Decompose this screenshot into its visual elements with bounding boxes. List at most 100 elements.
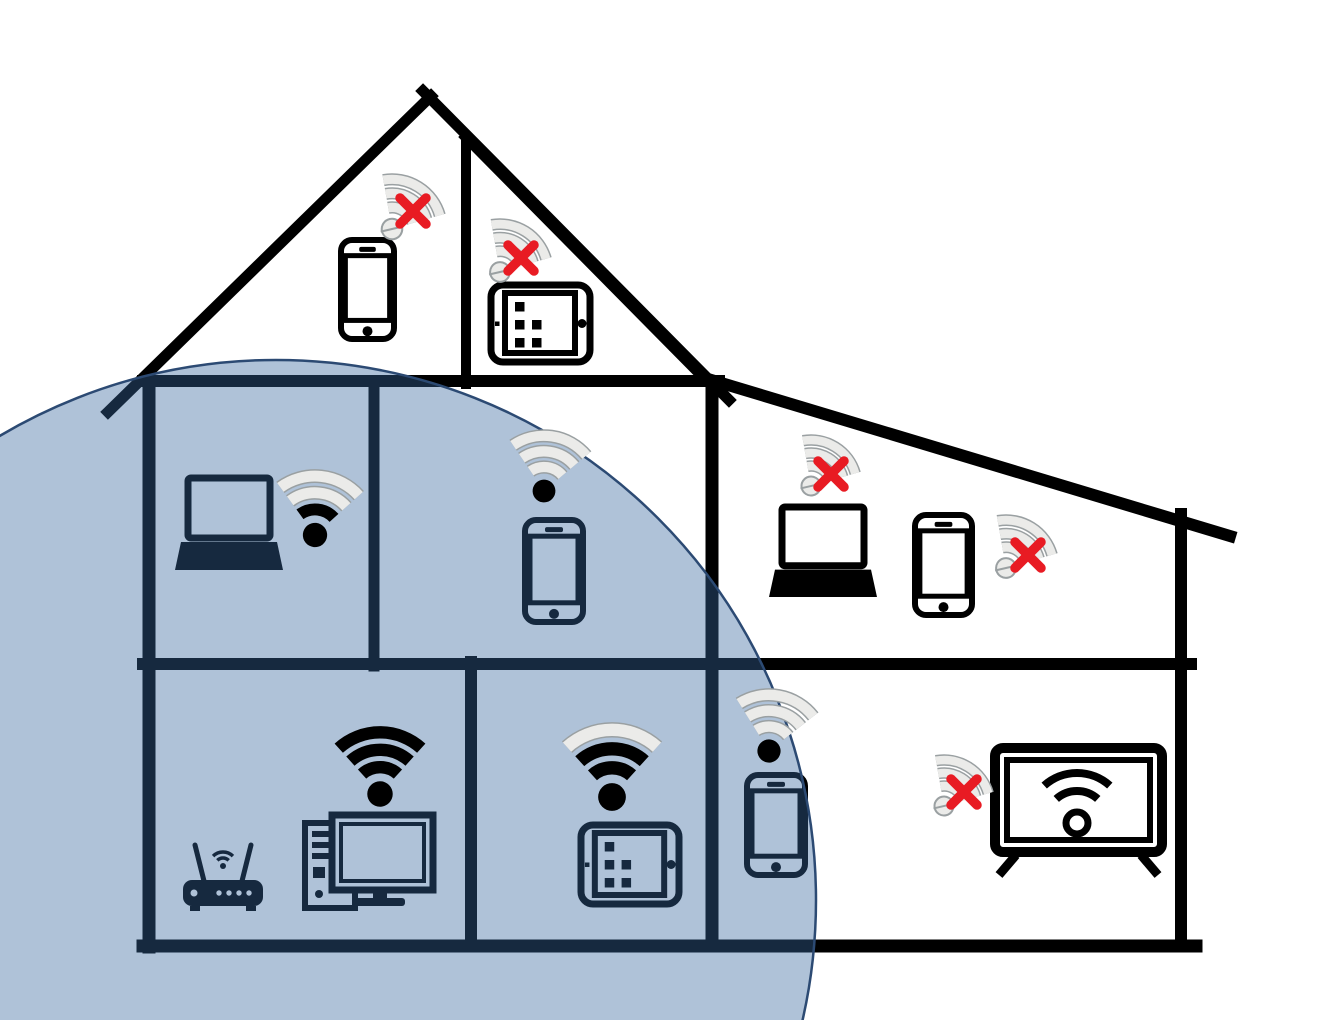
laptop-middle-left-icon — [175, 474, 283, 570]
wifi-arc-grey — [277, 470, 363, 500]
wifi-arc-grey — [490, 219, 551, 261]
router-led — [236, 890, 242, 896]
wall-roof-left — [100, 88, 439, 420]
wifi-arc-grey — [493, 233, 538, 264]
tablet-app-dot — [604, 878, 615, 888]
wifi-arc-grey — [385, 188, 431, 221]
wifi-no-signal-tv-icon — [933, 754, 994, 817]
tablet-app-dot — [604, 860, 615, 870]
no-signal-cross-icon — [813, 456, 849, 492]
wifi-dot — [302, 522, 328, 548]
tablet-app-dot — [621, 860, 632, 870]
router-antenna-left — [192, 842, 207, 884]
wifi-dot — [367, 781, 393, 807]
smartphone-speaker — [545, 527, 563, 533]
wifi-arc-black — [357, 761, 403, 779]
wifi-indicators — [276, 173, 1058, 817]
tablet-app-dot — [532, 338, 542, 348]
tablet-home-button — [666, 860, 676, 869]
desktop-computer-icon — [302, 811, 437, 911]
wifi-arc-grey — [996, 515, 1057, 557]
tv-wifi-arc — [1053, 787, 1101, 803]
wifi-arc-grey — [804, 448, 847, 479]
smartphone-home-button — [771, 862, 781, 873]
wifi-no-signal-smartphone-attic-icon — [380, 173, 446, 241]
tv-screen — [1004, 757, 1153, 843]
laptop-screen — [184, 474, 274, 542]
wall-attic-inner-roof — [458, 129, 725, 399]
wifi-dot — [532, 479, 556, 503]
wifi-arc-black — [575, 742, 649, 767]
wifi-dot — [598, 783, 626, 811]
wall-extension-roof — [700, 371, 1238, 544]
smartphone-speaker — [767, 781, 785, 787]
tablet-attic-icon — [487, 281, 594, 366]
wifi-arc-grey — [999, 529, 1044, 560]
tablet-app-dot — [532, 320, 542, 330]
tv-leg-left — [995, 852, 1020, 878]
no-signal-cross-icon — [395, 193, 431, 229]
desktop-stand-post — [373, 890, 387, 899]
router-foot — [190, 906, 200, 911]
wifi-arc-grey — [562, 723, 662, 752]
no-signal-cross-icon — [946, 774, 982, 810]
tablet-app-dot — [621, 878, 632, 888]
tablet-app-dot — [515, 338, 525, 348]
wifi-arc-grey — [527, 461, 567, 480]
router-icon — [183, 842, 263, 911]
wifi-arc-grey — [382, 174, 445, 217]
smart-tv-icon — [990, 743, 1167, 878]
wifi-arc-grey — [802, 435, 860, 475]
tablet-app-dot — [515, 320, 525, 330]
wifi-arc-grey — [753, 721, 793, 740]
router-antenna-right — [239, 842, 254, 884]
smartphone-hallway-icon — [744, 772, 808, 878]
wifi-arc-black — [346, 743, 414, 766]
house-structure — [100, 83, 1238, 954]
laptop-base — [175, 542, 283, 570]
wifi-arc-black — [334, 726, 426, 753]
wifi-arc-grey — [510, 430, 591, 459]
router-led — [226, 890, 232, 896]
smartphone-screen — [749, 788, 803, 859]
laptop-base — [769, 569, 877, 597]
tablet-screen — [502, 290, 578, 356]
desktop-tower-drive — [313, 867, 325, 878]
smartphone-body — [744, 772, 808, 878]
tablet-camera — [495, 321, 500, 326]
wifi-arc-grey — [937, 768, 980, 799]
wifi-signal-laptop-middle-icon — [276, 469, 364, 548]
tv-wifi-arc — [1041, 769, 1113, 789]
wifi-arc-grey — [736, 689, 818, 720]
router-wifi-arc — [216, 856, 230, 862]
router-wifi-dot — [220, 863, 226, 869]
desktop-tower-button — [315, 890, 323, 898]
smartphone-right-wing-icon — [912, 512, 975, 618]
smartphone-screen — [342, 253, 393, 323]
smartphone-home-button — [549, 608, 559, 619]
tv-wifi-ring — [1062, 808, 1092, 838]
smartphone-screen — [527, 533, 581, 606]
router-led — [246, 890, 252, 896]
smartphone-middle-center-icon — [522, 517, 586, 625]
wifi-arc-grey — [744, 705, 805, 730]
wifi-arc-grey — [519, 446, 579, 470]
wifi-dot — [757, 739, 781, 763]
tv-leg-right — [1137, 852, 1162, 878]
wifi-no-signal-laptop-wing-icon — [800, 434, 861, 497]
router-foot — [246, 906, 256, 911]
router-wifi-arc — [211, 850, 235, 858]
tablet-home-button — [577, 319, 587, 328]
wifi-arc-grey — [286, 487, 351, 511]
smartphone-body — [912, 512, 975, 618]
wifi-signal-smartphone-hall-icon — [735, 688, 819, 763]
laptop-screen — [778, 503, 868, 570]
wifi-arc-black — [587, 761, 637, 781]
wifi-no-signal-smartphone-wing-icon — [994, 514, 1058, 579]
tablet-app-dot — [515, 302, 525, 312]
tablet-ground-icon — [577, 821, 683, 908]
router-led — [216, 890, 222, 896]
desktop-monitor-screen — [339, 822, 426, 883]
laptop-right-wing-icon — [769, 503, 877, 597]
smartphone-screen — [917, 528, 970, 599]
